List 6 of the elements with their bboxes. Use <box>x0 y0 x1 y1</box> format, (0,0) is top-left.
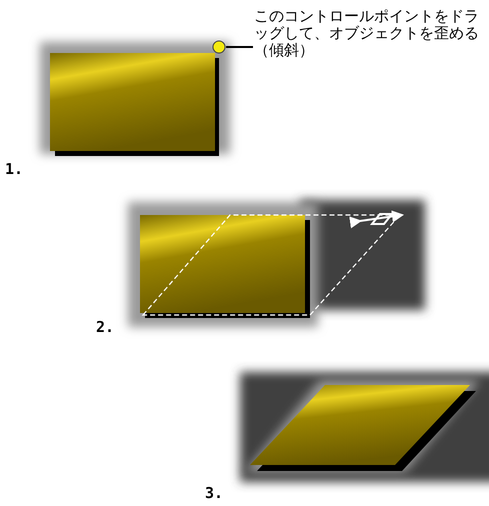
step-number: 3. <box>205 484 224 502</box>
step-number: 1. <box>5 160 24 178</box>
step-number: 2. <box>96 318 114 336</box>
callout-text: このコントロールポイントをドラッグして、オブジェクトを歪める（傾斜） <box>254 8 488 59</box>
control-point <box>212 40 226 54</box>
leader-line <box>226 46 253 48</box>
